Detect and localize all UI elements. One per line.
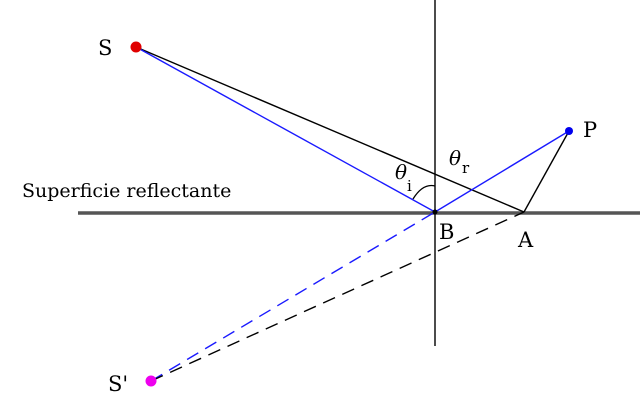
image-point: [145, 375, 157, 387]
virtual-ray-sprime-to-a: [150, 211, 525, 382]
incidence-angle-arc: [412, 184, 436, 200]
label-s-prime: S': [108, 372, 128, 396]
theta-reflection: θ: [449, 146, 461, 170]
observer-point: [565, 127, 573, 135]
theta-reflection-subscript: r: [462, 159, 470, 177]
label-p: P: [583, 118, 597, 142]
point-b-marker: [432, 209, 438, 215]
theta-incidence-subscript: i: [407, 177, 412, 195]
source-point: [130, 41, 142, 53]
ray-a-to-p: [523, 130, 570, 213]
ray-s-to-a: [135, 46, 525, 213]
virtual-ray-sprime-to-b: [150, 211, 436, 382]
theta-incidence: θ: [395, 160, 407, 184]
incident-ray-s-to-b: [135, 46, 436, 213]
label-a: A: [517, 228, 534, 252]
surface-label: Superficie reflectante: [22, 180, 231, 202]
label-b: B: [439, 220, 454, 244]
reflected-ray-b-to-p: [434, 130, 570, 213]
label-s: S: [98, 36, 112, 60]
